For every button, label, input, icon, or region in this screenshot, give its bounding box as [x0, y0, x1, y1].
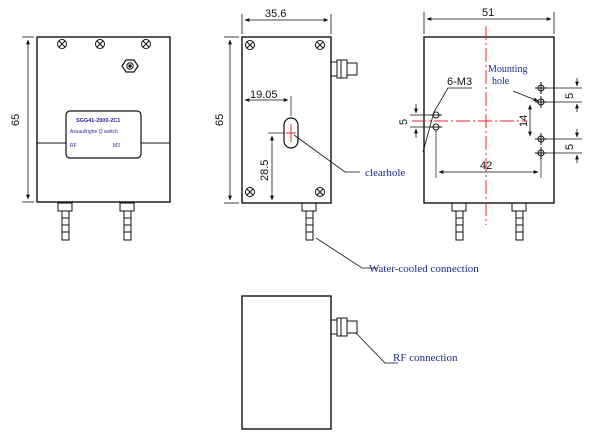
- back-view: [410, 12, 582, 241]
- nameplate-left-label: RF: [70, 143, 77, 149]
- back-water-fitting-left: [451, 202, 467, 241]
- side-screw-tl: [245, 40, 255, 50]
- front-screw-tm: [95, 39, 105, 49]
- side-screw-tr: [315, 40, 325, 50]
- side-hole-x-dim: 19.05: [250, 89, 278, 101]
- front-water-fitting-left: [57, 202, 73, 241]
- side-screw-br: [315, 187, 325, 197]
- side-rf-connector-icon: [330, 59, 358, 79]
- back-water-fitting-right: [511, 202, 527, 241]
- clearhole-label: clearhole: [365, 167, 405, 179]
- back-right-bottom-5-dim: 5: [564, 144, 576, 150]
- front-screw-tl: [57, 39, 67, 49]
- mounting-hole-label-2: hole: [492, 76, 510, 87]
- rf-connection-label: RF connection: [393, 352, 458, 364]
- front-body: [36, 36, 171, 203]
- back-mid-dim: 14: [518, 115, 530, 127]
- side-hole-y-dim: 28.5: [259, 160, 271, 181]
- front-water-fitting-right: [119, 202, 135, 241]
- back-width-dim: 51: [482, 7, 494, 19]
- side-view: [224, 14, 378, 269]
- back-right-top-5-dim: 5: [564, 93, 576, 99]
- mounting-hole-label-1: Mounting: [488, 64, 527, 75]
- side-width-dim: 35.6: [265, 8, 286, 20]
- nameplate-right-label: M3: [113, 143, 120, 149]
- bottom-view: [241, 295, 398, 430]
- nameplate-brand: Assaulinghe Q switch: [70, 129, 118, 135]
- front-view: [22, 36, 171, 241]
- bottom-body: [241, 295, 332, 430]
- back-body: [423, 36, 555, 204]
- back-left-5-dim: 5: [398, 119, 410, 125]
- bottom-rf-connector-icon: [330, 317, 358, 337]
- front-rf-connector-icon: [121, 59, 139, 73]
- side-screw-bl: [245, 187, 255, 197]
- thread-label: 6-M3: [447, 76, 472, 88]
- side-height-dim: 65: [214, 114, 226, 126]
- side-body: [241, 36, 332, 204]
- front-height-dim: 65: [10, 114, 22, 126]
- back-hole-spacing-dim: 42: [480, 160, 492, 172]
- front-nameplate: [65, 110, 142, 159]
- side-water-fitting: [301, 202, 317, 241]
- water-cooled-label: Water-cooled connection: [369, 263, 479, 275]
- front-screw-tr: [141, 39, 151, 49]
- nameplate-model: SGG41-2000-2C1: [76, 118, 120, 124]
